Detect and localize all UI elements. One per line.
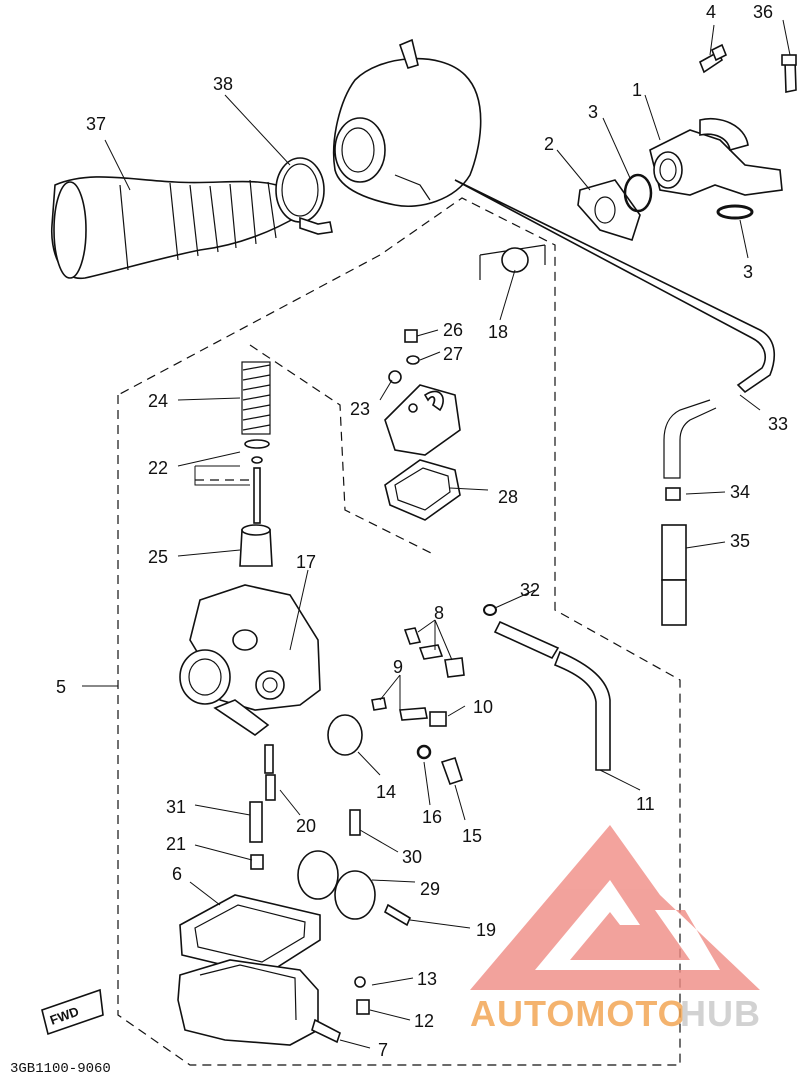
label-part-34: 34 [730,482,750,502]
gasket-round [479,244,546,280]
label-part-23: 23 [350,399,370,419]
leader-lines [82,19,791,1049]
vent-hose [454,179,776,626]
label-part-17: 17 [296,552,316,572]
label-part-2: 2 [544,134,554,154]
watermark-triangle-icon [470,825,760,990]
throttle-valve-assembly [239,361,273,567]
float-chamber [177,894,370,1046]
label-part-36: 36 [753,2,773,22]
diagram-code: 3GB1100-9060 [10,1061,111,1077]
assembly-boundary [117,197,681,1066]
label-part-33: 33 [768,414,788,434]
fwd-arrow: FWD [41,988,104,1036]
carburetor-main-body [179,584,321,736]
label-part-13: 13 [417,969,437,989]
air-intake-hose [50,176,301,279]
part-number-labels: 1 2 3 3 4 5 6 7 8 9 10 11 12 13 14 15 16… [56,2,788,1060]
label-part-19: 19 [476,920,496,940]
jets-and-screws [249,627,465,870]
label-part-15: 15 [462,826,482,846]
label-part-18: 18 [488,322,508,342]
label-part-3b: 3 [743,262,753,282]
label-part-32: 32 [520,580,540,600]
mounting-bolts [698,43,797,93]
label-part-16: 16 [422,807,442,827]
label-part-9: 9 [393,657,403,677]
label-part-27: 27 [443,344,463,364]
label-part-28: 28 [498,487,518,507]
hose-clamp [275,157,333,235]
label-part-38: 38 [213,74,233,94]
label-part-8: 8 [434,603,444,623]
label-part-1: 1 [632,80,642,100]
label-part-7: 7 [378,1040,388,1060]
label-part-20: 20 [296,816,316,836]
top-cover-assembly [384,329,461,521]
label-part-35: 35 [730,531,750,551]
label-part-26: 26 [443,320,463,340]
label-part-4: 4 [706,2,716,22]
float-assembly [297,850,412,927]
o-rings [623,173,754,220]
label-part-10: 10 [473,697,493,717]
label-part-37: 37 [86,114,106,134]
label-part-22: 22 [148,458,168,478]
label-part-3a: 3 [588,102,598,122]
label-part-24: 24 [148,391,168,411]
gasket [577,179,641,242]
label-part-5: 5 [56,677,66,697]
label-part-25: 25 [148,547,168,567]
label-part-14: 14 [376,782,396,802]
watermark-text-prefix: AUTOMOTO [470,993,687,1034]
label-part-6: 6 [172,864,182,884]
watermark-logo: AUTOMOTO HUB [470,825,761,1034]
label-part-12: 12 [414,1011,434,1031]
label-part-21: 21 [166,834,186,854]
drain-hose [483,604,611,771]
label-part-31: 31 [166,797,186,817]
intake-manifold [649,118,783,196]
label-part-29: 29 [420,879,440,899]
carburetor-upper-body [332,38,482,207]
watermark-text-suffix: HUB [680,993,761,1034]
label-part-11: 11 [636,794,655,814]
label-part-30: 30 [402,847,422,867]
